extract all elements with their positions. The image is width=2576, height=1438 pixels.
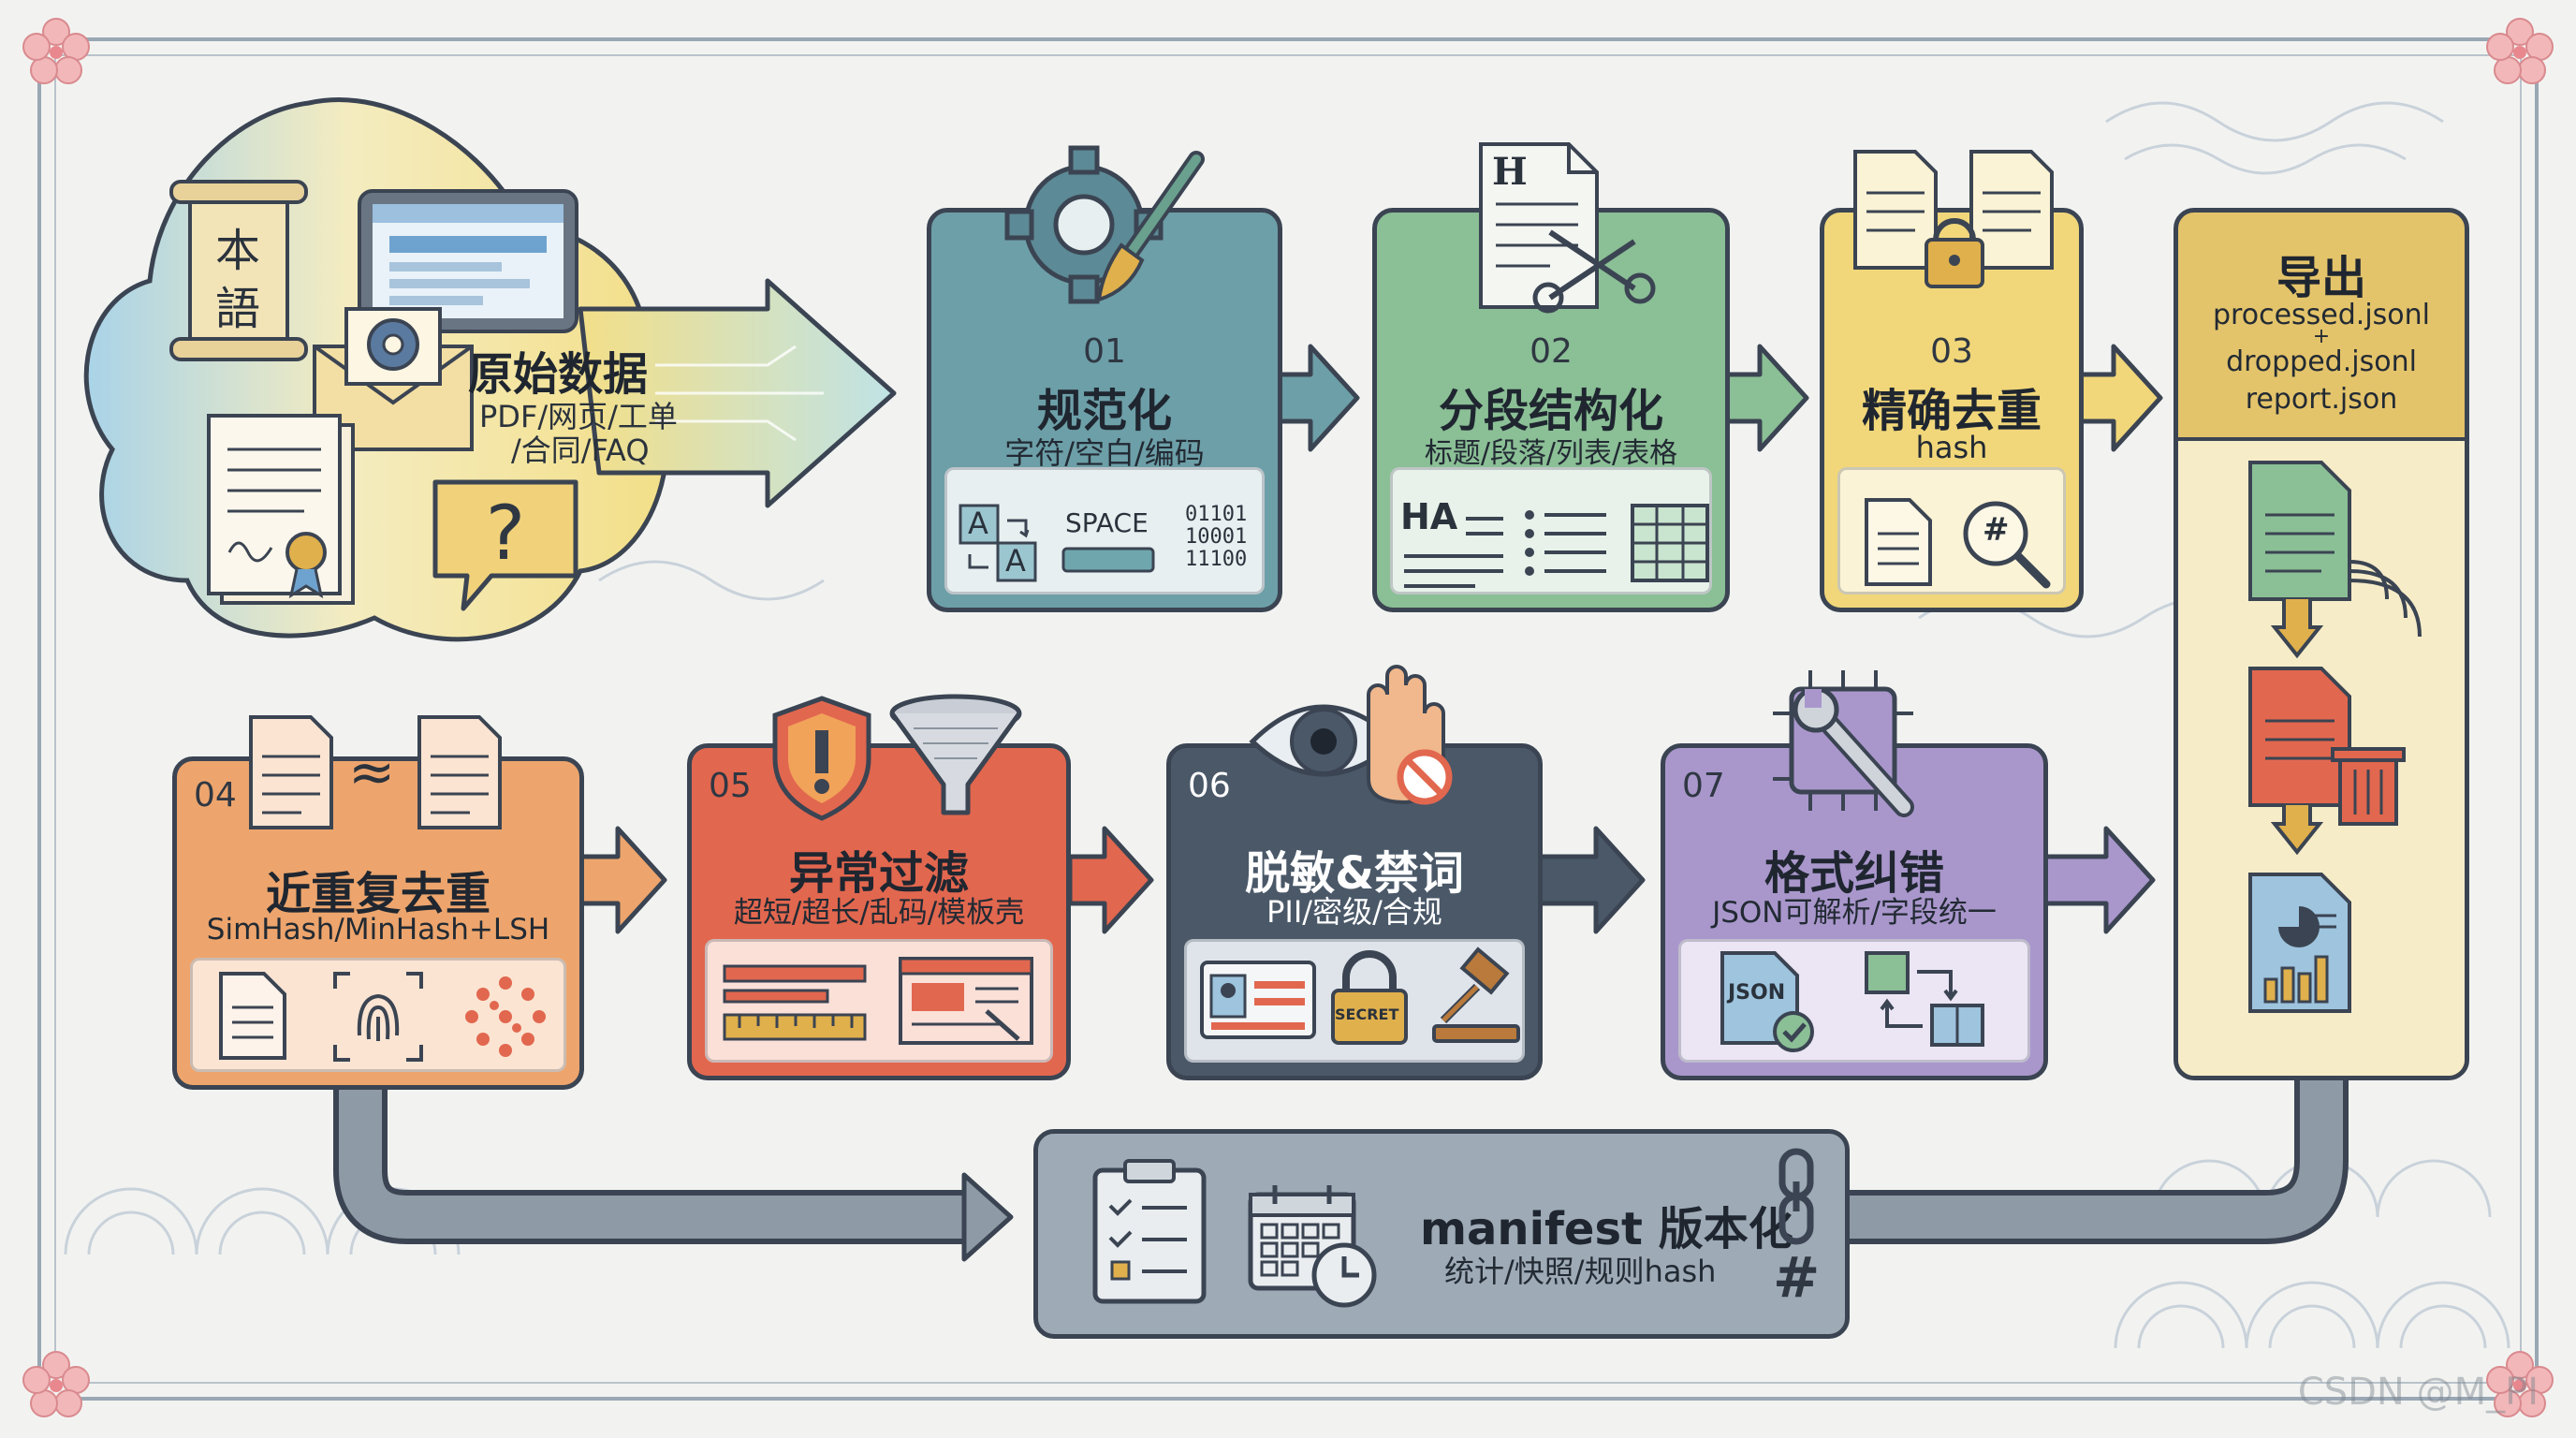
flower-icon-top-left: [22, 18, 90, 84]
question-bubble-icon: ?: [432, 479, 578, 611]
field-swap-icon: [1865, 951, 1984, 1047]
stage-01-title: 规范化: [1036, 385, 1172, 437]
hash-dots-icon: [465, 976, 546, 1057]
table-grid-icon: [1631, 504, 1709, 582]
inner-frame: [54, 54, 2522, 1384]
stage-02-number: 02: [1530, 332, 1573, 371]
export-file-3: report.json: [2245, 383, 2398, 416]
eye-stop-hand-icon: [1249, 665, 1453, 805]
gear-brush-icon: [1004, 145, 1205, 304]
stage-05-title: 异常过滤: [788, 847, 969, 900]
list-icon: [1525, 510, 1606, 576]
hash-symbol-stage03: #: [1983, 511, 2010, 549]
secret-lock-icon: [1331, 950, 1408, 1045]
stage-06-title: 脱敏&禁词: [1245, 847, 1464, 900]
space-label: SPACE: [1065, 507, 1149, 538]
export-file-1: processed.jsonl: [2213, 299, 2430, 331]
space-bar-icon: [1061, 547, 1155, 573]
svg-text:?: ?: [486, 490, 525, 577]
tablet-webpage-icon: [358, 189, 578, 333]
calendar-clock-icon: [1248, 1185, 1377, 1308]
document-icon-stage04: [219, 972, 286, 1060]
chain-link-icon: [1778, 1148, 1814, 1245]
contract-document-icon: [207, 414, 355, 605]
report-chart-icon: [2248, 873, 2351, 1013]
approx-symbol: ≈: [348, 740, 396, 805]
dropped-file-trash-icon: [2248, 667, 2406, 856]
duplicate-docs-lock-icon: [1853, 150, 2054, 288]
manifest-subtitle: 统计/快照/规则hash: [1444, 1254, 1717, 1289]
stage-01-subtitle: 字符/空白/编码: [1004, 435, 1205, 471]
stage-04-subtitle: SimHash/MinHash+LSH: [206, 913, 550, 946]
scroll-char-2: 語: [215, 283, 261, 335]
stage-03-subtitle: hash: [1915, 430, 1988, 465]
stage-06-number: 06: [1188, 767, 1231, 805]
binary-line-3: 11100: [1185, 548, 1248, 571]
heading-lines-icon: [1404, 517, 1503, 588]
stage-06-subtitle: PII/密级/合规: [1266, 894, 1442, 930]
document-scissors-icon: [1479, 142, 1656, 314]
binary-line-2: 10001: [1185, 525, 1248, 549]
source-subtitle-line2: /合同/FAQ: [511, 433, 650, 468]
stage-05-subtitle: 超短/超长/乱码/模板壳: [733, 896, 1025, 930]
source-title: 原始数据: [468, 348, 649, 401]
template-page-icon: [899, 957, 1033, 1045]
stage-01-number: 01: [1083, 332, 1126, 371]
flower-icon-bottom-right: [2486, 1351, 2554, 1417]
watermark: CSDN @M_PI: [2297, 1371, 2539, 1414]
stage-02-subtitle: 标题/段落/列表/表格: [1424, 437, 1678, 470]
flower-icon-top-right: [2486, 18, 2554, 84]
doc-heading-letter: H: [1492, 150, 1528, 194]
magnifier-hash-icon: [1963, 501, 2051, 589]
json-label: JSON: [1728, 981, 1786, 1005]
binary-line-1: 01101: [1185, 503, 1248, 526]
case-swap-icon: [959, 504, 1037, 582]
warning-shield-icon: [772, 696, 871, 821]
scroll-icon: [169, 180, 308, 361]
stage-04-number: 04: [194, 776, 237, 814]
stage-07-title: 格式纠错: [1764, 847, 1944, 900]
flower-icon-bottom-left: [22, 1351, 90, 1417]
outer-frame: [37, 37, 2539, 1401]
similar-docs-icon: [249, 715, 502, 829]
export-file-2: dropped.jsonl: [2226, 345, 2417, 378]
envelope-gear-icon: [313, 307, 474, 451]
document-icon: [1865, 498, 1932, 586]
fingerprint-icon: [333, 972, 423, 1062]
stage-07-number: 07: [1682, 767, 1725, 805]
stage-07-subtitle: JSON可解析/字段统一: [1712, 896, 1997, 930]
stage-03-title: 精确去重: [1861, 385, 2042, 437]
heading-label: HA: [1400, 496, 1458, 537]
gavel-icon: [1432, 946, 1520, 1043]
processed-file-icon: [2248, 461, 2422, 659]
export-title: 导出: [2276, 252, 2366, 304]
ruler-length-icon: [723, 964, 867, 1041]
filter-funnel-icon: [889, 694, 1022, 815]
binary-code-block: 01101 10001 11100: [1185, 504, 1247, 571]
manifest-title: manifest 版本化: [1420, 1203, 1793, 1255]
checklist-clipboard-icon: [1092, 1159, 1207, 1304]
id-card-icon: [1200, 961, 1316, 1039]
export-file-plus: +: [2312, 325, 2331, 348]
stage-03-number: 03: [1930, 332, 1973, 371]
stage-02-title: 分段结构化: [1438, 385, 1663, 437]
case-glyph-lower: A: [1005, 543, 1026, 579]
case-glyph-upper: A: [968, 506, 988, 541]
scroll-char-1: 本: [215, 225, 261, 277]
secret-label: SECRET: [1335, 1005, 1399, 1023]
stage-05-number: 05: [709, 767, 752, 805]
source-subtitle-line1: PDF/网页/工单: [479, 399, 678, 434]
manifest-hash-symbol: #: [1773, 1245, 1821, 1311]
chip-wrench-icon: [1773, 670, 1914, 817]
stage-04-title: 近重复去重: [265, 868, 490, 920]
json-check-icon: [1720, 951, 1814, 1052]
